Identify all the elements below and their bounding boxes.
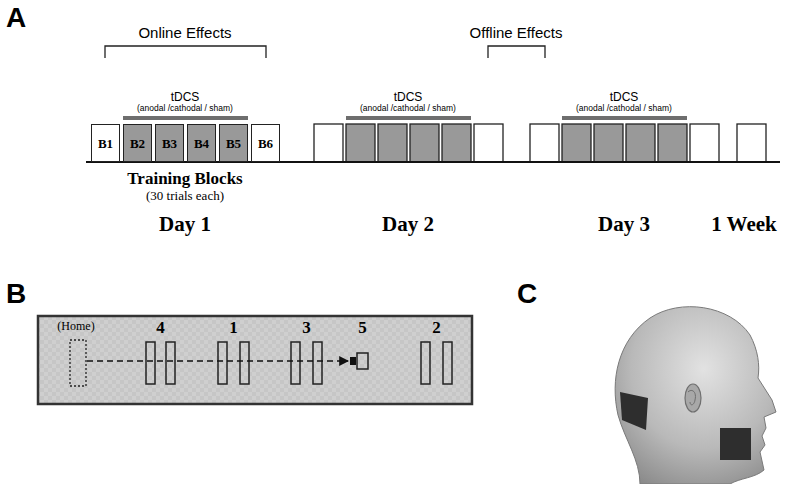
gate-number: 3: [302, 318, 311, 338]
training-block: B4: [187, 124, 216, 162]
block-caption: Training Blocks: [127, 169, 242, 189]
test-block: [314, 124, 343, 162]
stim-conditions: (anodal /cathodal / sham): [576, 104, 672, 114]
block-label: B4: [194, 137, 209, 150]
home-box: [70, 340, 86, 386]
ear-detail: [688, 390, 695, 404]
stim-label: tDCS: [171, 91, 200, 105]
training-block: [378, 124, 407, 162]
block-label: B6: [258, 137, 273, 150]
training-block: [658, 124, 687, 162]
head-model: [615, 307, 776, 484]
block-note: (30 trials each): [146, 189, 224, 204]
panel-letter: A: [6, 2, 26, 34]
offline-bracket: [488, 46, 545, 58]
test-block: [690, 124, 719, 162]
training-block: [410, 124, 439, 162]
day-label: Day 3: [598, 212, 650, 236]
training-block: [346, 124, 375, 162]
training-block: [626, 124, 655, 162]
test-block: B6: [251, 124, 280, 162]
phase-label: Offline Effects: [470, 24, 563, 41]
panel-letter: C: [517, 278, 537, 310]
cursor: [350, 357, 356, 365]
day-label: Day 2: [382, 212, 434, 236]
training-block: [442, 124, 471, 162]
training-block: B3: [155, 124, 184, 162]
test-block: [530, 124, 559, 162]
movement-path: [87, 360, 348, 361]
stim-conditions: (anodal /cathodal / sham): [137, 104, 233, 114]
stim-conditions: (anodal /cathodal / sham): [360, 104, 456, 114]
tdcs-bar: [123, 116, 248, 120]
training-block: B5: [219, 124, 248, 162]
gate-number: 2: [432, 318, 441, 338]
panel-letter: B: [6, 278, 26, 310]
home-label: (Home): [57, 320, 94, 334]
gate: [240, 342, 249, 384]
gate: [218, 342, 227, 384]
target-gate: [357, 353, 368, 369]
stim-label: tDCS: [394, 91, 423, 105]
gate-number: 4: [156, 318, 165, 338]
training-block: [562, 124, 591, 162]
gate: [291, 342, 300, 384]
ear: [685, 384, 701, 412]
cerebellar-electrode: [620, 392, 648, 430]
gate-number: 5: [358, 318, 367, 338]
task-screen: [38, 316, 472, 404]
training-block: B2: [123, 124, 152, 162]
block-label: B2: [130, 137, 145, 150]
buccinator-electrode: [720, 428, 751, 460]
gate: [146, 342, 155, 384]
test-block: [474, 124, 503, 162]
day-label: 1 Week: [711, 212, 777, 236]
tdcs-bar: [346, 116, 471, 120]
test-block: B1: [91, 124, 120, 162]
gate-number: 1: [229, 318, 238, 338]
stim-label: tDCS: [610, 91, 639, 105]
block-label: B5: [226, 137, 241, 150]
tdcs-bar: [562, 116, 687, 120]
day-label: Day 1: [159, 212, 211, 236]
phase-label: Online Effects: [138, 24, 231, 41]
gate: [421, 342, 430, 384]
online-bracket: [105, 46, 266, 58]
block-label: B1: [98, 137, 113, 150]
retention-block: [737, 124, 766, 162]
gate: [166, 342, 175, 384]
training-block: [594, 124, 623, 162]
block-label: B3: [162, 137, 177, 150]
gate: [443, 342, 452, 384]
gate: [313, 342, 322, 384]
